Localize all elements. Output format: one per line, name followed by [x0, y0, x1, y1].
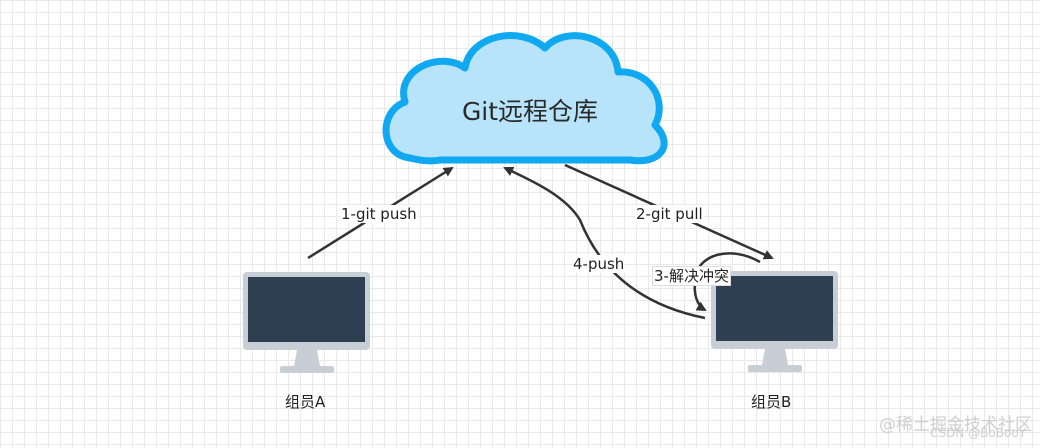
- monitor-b-icon: [711, 271, 838, 372]
- member-b-label: 组员B: [751, 393, 792, 411]
- cloud-label: Git远程仓库: [461, 97, 599, 126]
- push-arrow: [503, 166, 706, 320]
- git-pull-label: 2-git pull: [635, 205, 704, 223]
- watermark-juejin: @稀土掘金技术社区: [879, 415, 1032, 435]
- watermark-csdn: CSDN @BoBooY: [930, 426, 1026, 440]
- git-remote-cloud: [382, 32, 668, 165]
- member-a-label: 组员A: [285, 393, 326, 411]
- resolve-conflict-label: 3-解决冲突: [652, 266, 731, 286]
- push-label: 4-push: [572, 255, 626, 273]
- monitor-a-icon: [243, 272, 370, 373]
- git-push-label: 1-git push: [340, 205, 418, 223]
